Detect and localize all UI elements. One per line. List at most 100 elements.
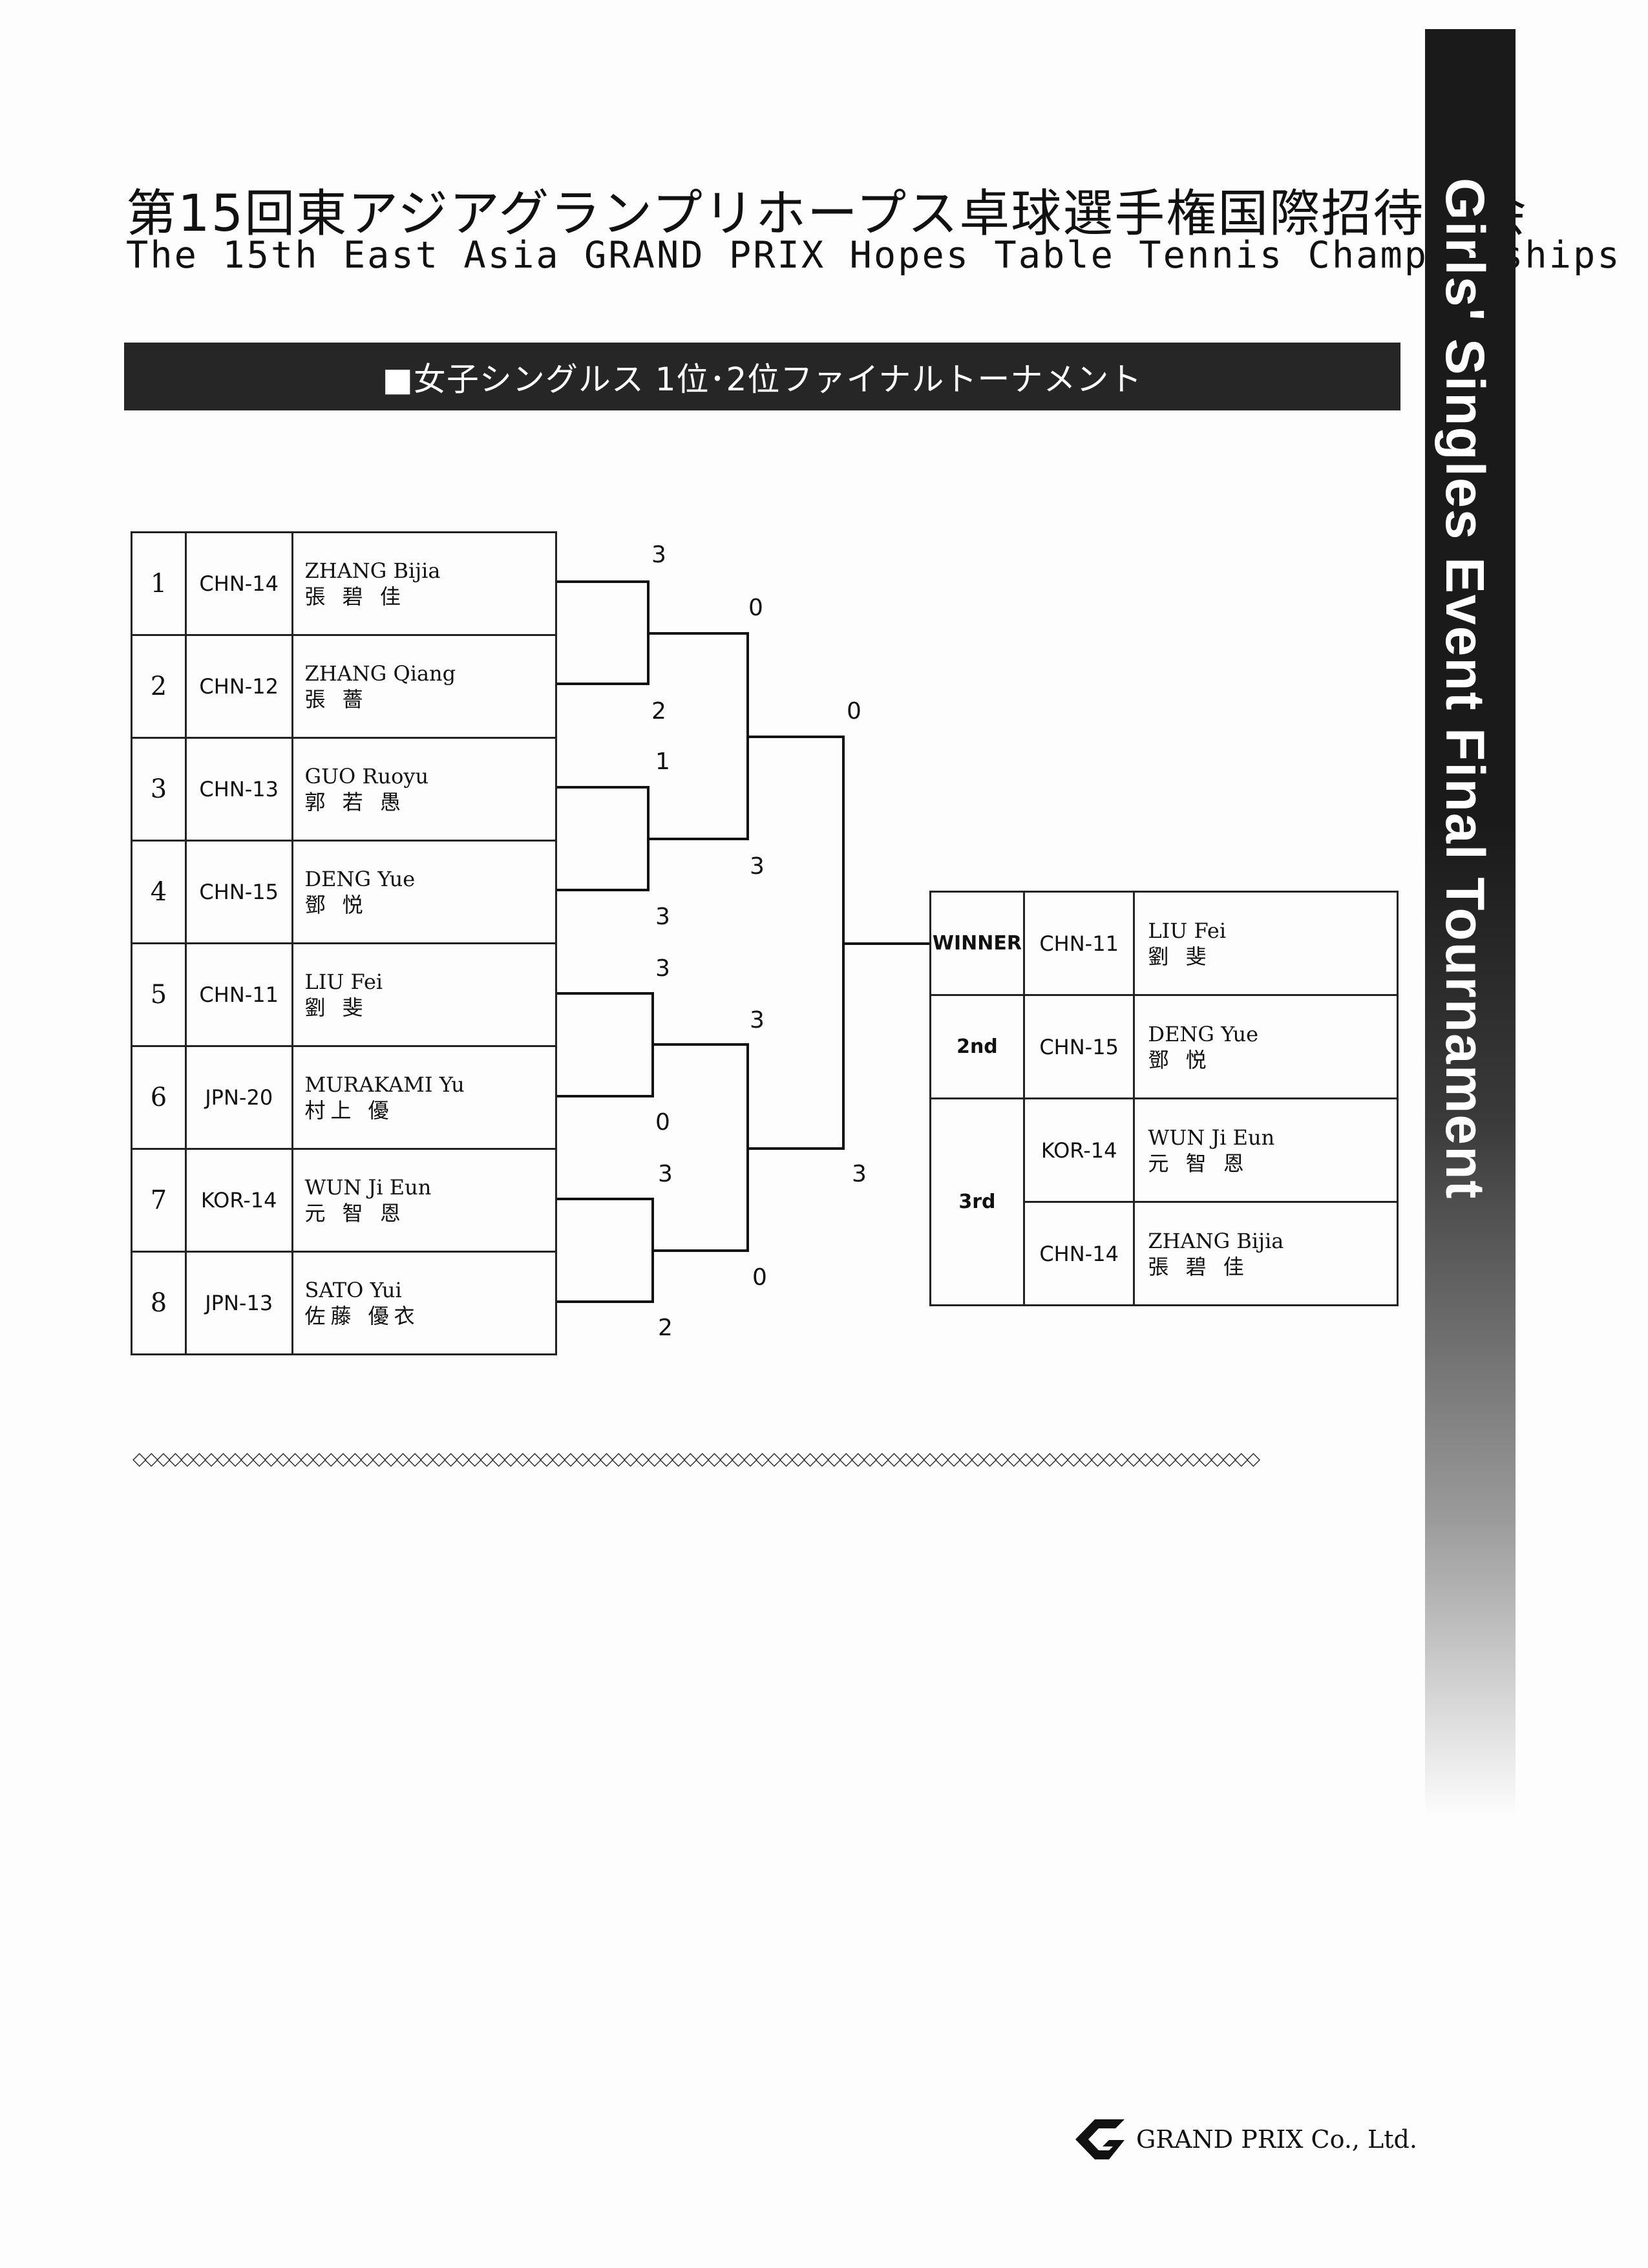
score-r1-3: 1 — [655, 748, 670, 775]
side-strip-gradient — [1425, 821, 1516, 1816]
player-name-en: SATO Yui — [304, 1278, 402, 1302]
player-name-en: ZHANG Bijia — [304, 558, 441, 583]
player-name-en: GUO Ruoyu — [304, 764, 429, 789]
bracket-line-r2-2 — [653, 1043, 749, 1252]
bracket-line-r2-1 — [648, 632, 749, 840]
banner-text: ■女子シングルス 1位･2位ファイナルトーナメント — [382, 360, 1143, 398]
company-name: GRAND PRIX Co., Ltd. — [1136, 2125, 1417, 2154]
score-r2-2: 3 — [750, 853, 765, 880]
player-code: CHN-15 — [184, 840, 293, 944]
bracket-line-sf — [748, 736, 845, 1150]
score-r1-6: 0 — [655, 1109, 670, 1136]
third-b-code: CHN-14 — [1022, 1201, 1136, 1306]
score-sf-2: 3 — [852, 1161, 867, 1187]
player-code: JPN-20 — [184, 1045, 293, 1150]
score-r1-2: 2 — [651, 698, 666, 725]
player-code: CHN-12 — [184, 634, 293, 739]
second-label: 2nd — [929, 994, 1025, 1099]
third-b-name-jp: 張 碧 佳 — [1148, 1254, 1249, 1279]
score-r2-4: 0 — [752, 1264, 767, 1291]
seed-number: 7 — [131, 1148, 187, 1253]
bracket-line-r1-1 — [557, 580, 650, 685]
seed-number: 6 — [131, 1045, 187, 1150]
player-name-en: LIU Fei — [304, 970, 383, 994]
player-code: CHN-13 — [184, 737, 293, 842]
seed-number: 5 — [131, 942, 187, 1047]
grand-prix-logo-icon — [1075, 2119, 1125, 2159]
score-r1-4: 3 — [655, 904, 670, 930]
seed-number: 3 — [131, 737, 187, 842]
title-japanese: 第15回東アジアグランプリホープス卓球選手権国際招待大会 — [126, 185, 1528, 243]
title-english: The 15th East Asia GRAND PRIX Hopes Tabl… — [126, 234, 1622, 277]
player-name-en: DENG Yue — [304, 867, 416, 891]
bracket-line-r1-4 — [557, 1198, 654, 1303]
winner-label: WINNER — [929, 891, 1025, 996]
side-strip — [1425, 29, 1516, 824]
score-r1-5: 3 — [655, 955, 670, 982]
player-name-jp: 劉 斐 — [304, 995, 368, 1020]
second-name-jp: 鄧 悦 — [1148, 1047, 1212, 1072]
seed-number: 4 — [131, 840, 187, 944]
player-name-jp: 張 碧 佳 — [304, 584, 406, 609]
section-banner: ■女子シングルス 1位･2位ファイナルトーナメント — [124, 343, 1400, 410]
player-code: CHN-11 — [184, 942, 293, 1047]
second-code: CHN-15 — [1022, 994, 1136, 1099]
player-name-en: MURAKAMI Yu — [304, 1072, 465, 1097]
winner-name-jp: 劉 斐 — [1148, 944, 1212, 969]
player-code: JPN-13 — [184, 1251, 293, 1355]
player-code: KOR-14 — [184, 1148, 293, 1253]
player-name-jp: 張 薔 — [304, 687, 368, 712]
player-name-jp: 佐藤 優衣 — [304, 1304, 420, 1328]
player-name-en: ZHANG Qiang — [304, 661, 456, 686]
player-name-jp: 鄧 悦 — [304, 893, 368, 917]
player-name-jp: 郭 若 愚 — [304, 790, 406, 814]
third-b-name-en: ZHANG Bijia — [1148, 1228, 1284, 1253]
seed-number: 1 — [131, 531, 187, 636]
winner-code: CHN-11 — [1022, 891, 1136, 996]
third-label: 3rd — [929, 1097, 1025, 1306]
seed-number: 2 — [131, 634, 187, 739]
player-name-jp: 元 智 恩 — [304, 1201, 406, 1225]
bracket-line-r1-3 — [557, 992, 654, 1097]
third-a-name-jp: 元 智 恩 — [1148, 1150, 1249, 1176]
seed-number: 8 — [131, 1251, 187, 1355]
score-r2-3: 3 — [750, 1007, 765, 1033]
third-a-code: KOR-14 — [1022, 1097, 1136, 1203]
score-sf-1: 0 — [847, 698, 861, 725]
score-r2-1: 0 — [748, 595, 763, 621]
score-r1-1: 3 — [651, 542, 666, 568]
winner-name-en: LIU Fei — [1148, 918, 1227, 943]
player-code: CHN-14 — [184, 531, 293, 636]
second-name-en: DENG Yue — [1148, 1021, 1259, 1046]
score-r1-8: 2 — [658, 1315, 673, 1341]
third-a-name-en: WUN Ji Eun — [1148, 1125, 1275, 1150]
player-name-en: WUN Ji Eun — [304, 1175, 432, 1200]
bracket-line-r1-2 — [557, 786, 650, 891]
score-r1-7: 3 — [658, 1161, 673, 1187]
